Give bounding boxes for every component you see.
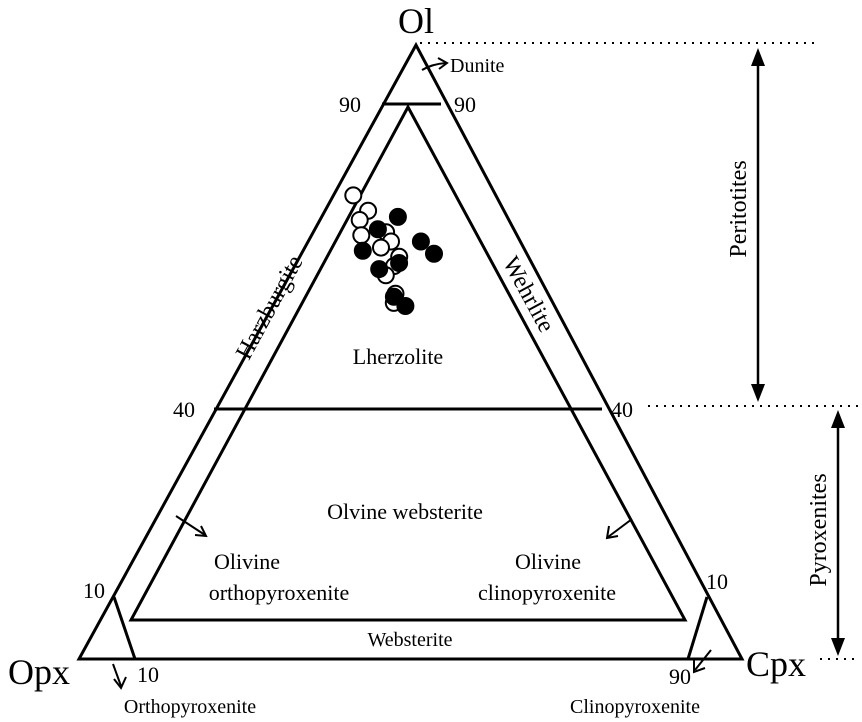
open-data-point-2	[350, 211, 369, 229]
dunite-arrow	[421, 57, 449, 71]
filled-data-point-5	[390, 254, 409, 272]
data-points	[344, 186, 443, 315]
field-olivine-orthopyroxenite-label-1: Olivine	[214, 549, 280, 574]
inner-triangle	[128, 103, 688, 622]
filled-data-point-1	[368, 220, 387, 239]
tick-40-right: 40	[611, 397, 633, 422]
olivine-orthopyroxenite-arrow	[175, 515, 208, 538]
filled-data-point-7	[384, 287, 403, 306]
outer-triangle	[76, 41, 745, 661]
cpx-10-line	[686, 596, 709, 660]
tick-10-left: 10	[83, 578, 105, 603]
tick-90-right-bottom: 90	[669, 664, 691, 689]
filled-data-point-6	[370, 260, 389, 279]
open-data-point-0	[344, 186, 363, 205]
tick-40-left: 40	[173, 397, 195, 422]
vertex-opx-label: Opx	[8, 652, 70, 692]
peridotites-arrow	[751, 48, 765, 402]
vertex-cpx-label: Cpx	[746, 644, 806, 684]
field-lherzolite-label: Lherzolite	[353, 344, 443, 369]
field-clinopyroxenite-label: Clinopyroxenite	[570, 696, 700, 718]
filled-data-point-8	[396, 297, 415, 315]
field-olivine-clinopyroxenite-label-1: Olivine	[515, 549, 581, 574]
opx-10-line	[112, 596, 137, 660]
filled-data-point-3	[353, 241, 372, 260]
field-orthopyroxenite-label: Orthopyroxenite	[124, 696, 256, 718]
field-harzburgite-label: Harzburgite	[231, 251, 308, 364]
filled-data-point-4	[425, 244, 443, 263]
tick-10-right: 10	[706, 569, 728, 594]
field-dunite-label: Dunite	[450, 55, 505, 77]
orthopyroxenite-arrow	[112, 663, 127, 690]
tick-90-left: 90	[339, 92, 361, 117]
open-data-point-6	[372, 238, 390, 257]
group-pyroxenites-label: Pyroxenites	[806, 473, 832, 586]
olivine-clinopyroxenite-arrow	[605, 518, 633, 540]
pyroxenites-arrow	[831, 410, 845, 656]
clinopyroxenite-arrow	[693, 649, 712, 674]
field-olivine-websterite-label: Olvine websterite	[327, 499, 483, 524]
tick-10-left-bottom: 10	[137, 662, 159, 687]
field-olivine-orthopyroxenite-label-2: orthopyroxenite	[209, 580, 350, 605]
tick-90-right: 90	[454, 92, 476, 117]
field-websterite-label: Websterite	[367, 629, 452, 651]
filled-data-point-2	[411, 232, 430, 251]
group-peridotites-label: Peritotites	[726, 160, 752, 257]
open-data-point-3	[352, 226, 371, 245]
vertex-ol-label: Ol	[398, 1, 434, 41]
field-olivine-clinopyroxenite-label-2: clinopyroxenite	[478, 580, 616, 605]
filled-data-point-0	[388, 207, 407, 226]
